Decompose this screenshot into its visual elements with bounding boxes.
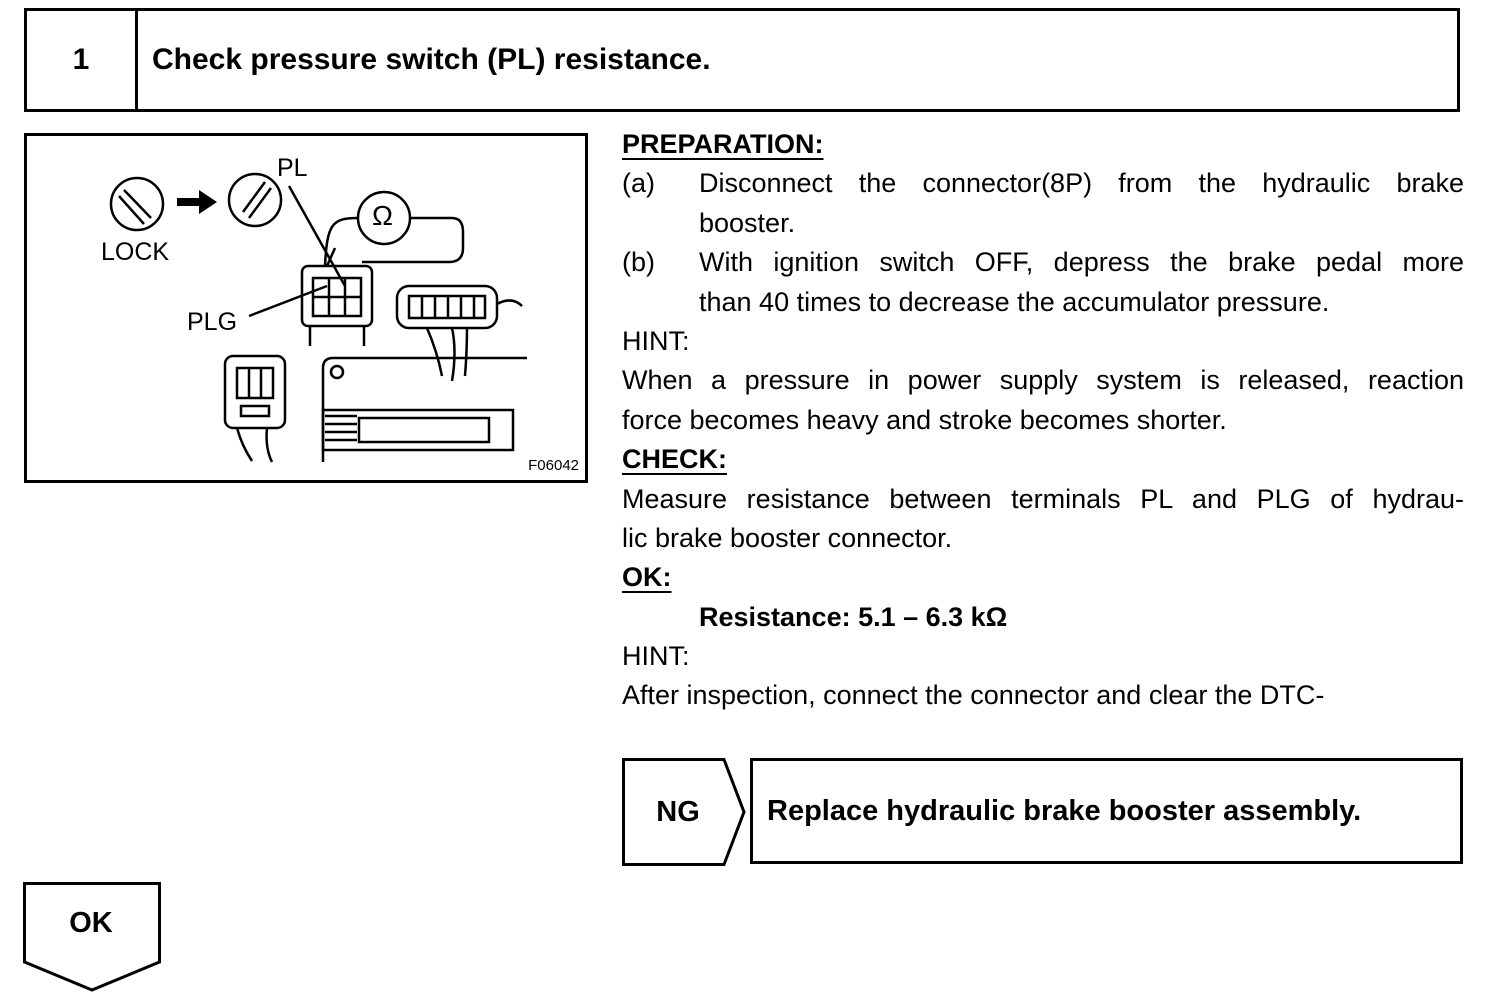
preparation-heading: PREPARATION:: [622, 129, 824, 159]
label-lock: LOCK: [101, 238, 170, 266]
hint-heading: HINT:: [622, 641, 690, 672]
booster-connector: [395, 284, 499, 330]
ng-arrow-shape: [622, 758, 746, 866]
check-text: lic brake booster connector.: [622, 522, 953, 553]
ok-arrow-shape: [23, 882, 161, 992]
list-item: (a) Disconnect the connector(8P) from th…: [622, 168, 1464, 199]
ignition-off-icon: [227, 172, 283, 228]
hint-heading: HINT:: [622, 325, 690, 356]
label-plg: PLG: [187, 308, 238, 336]
label-pl: PL: [277, 154, 308, 182]
connector-diagram: [109, 172, 527, 463]
ok-label: OK: [69, 906, 113, 939]
hint-text: When a pressure in power supply system i…: [622, 365, 1464, 396]
ok-heading: OK:: [622, 562, 672, 593]
check-heading: CHECK:: [622, 444, 727, 475]
list-item: (b) With ignition switch OFF, depress th…: [622, 247, 1464, 278]
connector-illustration: PL LOCK PLG Ω F06042: [24, 133, 588, 483]
ng-action-text: Replace hydraulic brake booster assembly…: [767, 794, 1362, 827]
figure-code: F06042: [528, 457, 579, 474]
list-item-continuation: than 40 times to decrease the accumulato…: [699, 286, 1330, 317]
lower-connector: [223, 354, 287, 430]
ignition-lock-icon: [109, 176, 165, 232]
list-item-continuation: booster.: [699, 207, 796, 238]
arrow-icon: [177, 190, 217, 214]
resistance-spec: Resistance: 5.1 – 6.3 kΩ: [699, 601, 1008, 632]
step-title: Check pressure switch (PL) resistance.: [152, 43, 711, 76]
hint-text: After inspection, connect the connector …: [622, 680, 1325, 711]
ng-label: NG: [656, 795, 700, 828]
step-number: 1: [27, 11, 138, 109]
check-text: Measure resistance between terminals PL …: [622, 483, 1464, 514]
ohm-symbol: Ω: [372, 200, 393, 231]
step-header: 1 Check pressure switch (PL) resistance.: [24, 8, 1460, 112]
ng-action-box: Replace hydraulic brake booster assembly…: [750, 758, 1463, 864]
hint-text: force becomes heavy and stroke becomes s…: [622, 404, 1227, 435]
procedure-text: PREPARATION: (a) Disconnect the connecto…: [622, 125, 1464, 716]
